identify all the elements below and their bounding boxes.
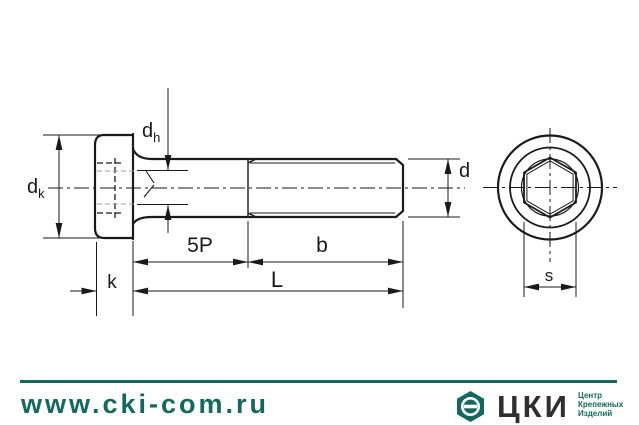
head-top-circle [509, 146, 591, 229]
dimension-dh: dh [137, 88, 188, 233]
label-d: d [459, 160, 470, 182]
end-view: s [483, 128, 617, 297]
dimension-d: d [408, 158, 470, 218]
dimension-s: s [523, 222, 577, 297]
hex-socket [523, 156, 577, 219]
dimension-k: k [70, 272, 117, 295]
thread-start-line [247, 158, 257, 218]
label-dk: dk [27, 176, 45, 201]
hex-socket-inner-edge [526, 160, 574, 215]
tagline-line-1: Центр [578, 391, 603, 400]
footer-divider-line [20, 380, 617, 383]
side-view: dk dh d [27, 88, 470, 316]
hidden-socket-lines [97, 158, 134, 218]
dimension-dk: dk [27, 134, 100, 239]
tagline-line-3: Изделий [578, 409, 613, 418]
socket-chamfer-circle [520, 158, 580, 217]
logo-tagline: Центр Крепежных Изделий [578, 391, 623, 418]
tagline-line-2: Крепежных [578, 400, 624, 409]
dimension-b: b [248, 234, 403, 266]
label-k: k [107, 272, 117, 293]
website-url: www.cki-com.ru [21, 389, 270, 419]
thread-root-lines [250, 162, 395, 214]
screw-head-outline [93, 132, 154, 241]
cki-hex-nut-logo-icon [457, 391, 484, 422]
dimension-L: L [133, 267, 403, 295]
label-b: b [316, 234, 328, 257]
label-s: s [545, 266, 554, 285]
extension-lines [96, 221, 404, 316]
dimension-5p: 5P [133, 234, 248, 266]
label-5p: 5P [187, 234, 213, 257]
logo-text-cki: ЦКИ [497, 389, 570, 424]
label-L: L [271, 267, 283, 292]
label-dh: dh [142, 120, 160, 145]
screw-drawing: dk dh d [27, 88, 617, 316]
runout-marks [143, 170, 155, 198]
screw-shank-outline [150, 157, 405, 219]
head-outer-circle [496, 134, 604, 241]
